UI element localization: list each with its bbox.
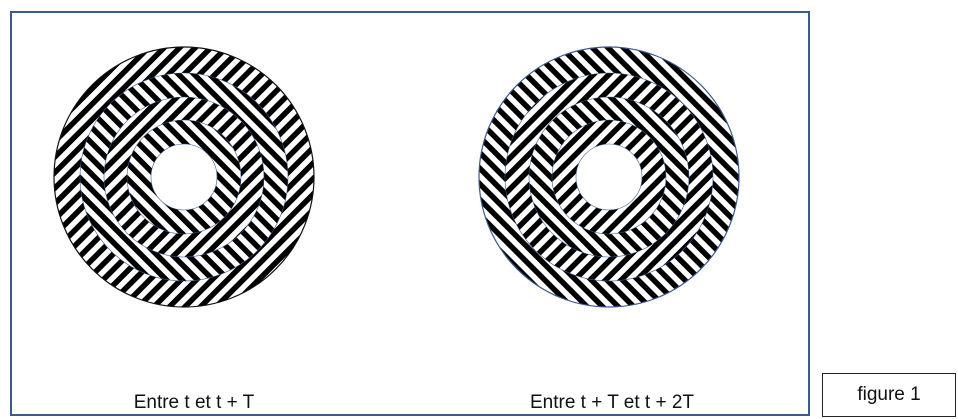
disk-left-rings	[54, 47, 314, 307]
striped-disk-left	[53, 46, 315, 308]
caption-right: Entre t + T et t + 2T	[482, 389, 742, 417]
center-hole	[576, 144, 642, 210]
striped-disk-left-graphic	[53, 46, 315, 308]
center-hole	[151, 144, 217, 210]
caption-left: Entre t et t + T	[74, 389, 314, 417]
figure-frame: Entre t et t + T Entre t + T et t + 2T	[10, 11, 810, 416]
disk-right-rings	[479, 47, 739, 307]
striped-disk-right-graphic	[478, 46, 740, 308]
figure-label: figure 1	[822, 373, 956, 417]
striped-disk-right	[478, 46, 740, 308]
